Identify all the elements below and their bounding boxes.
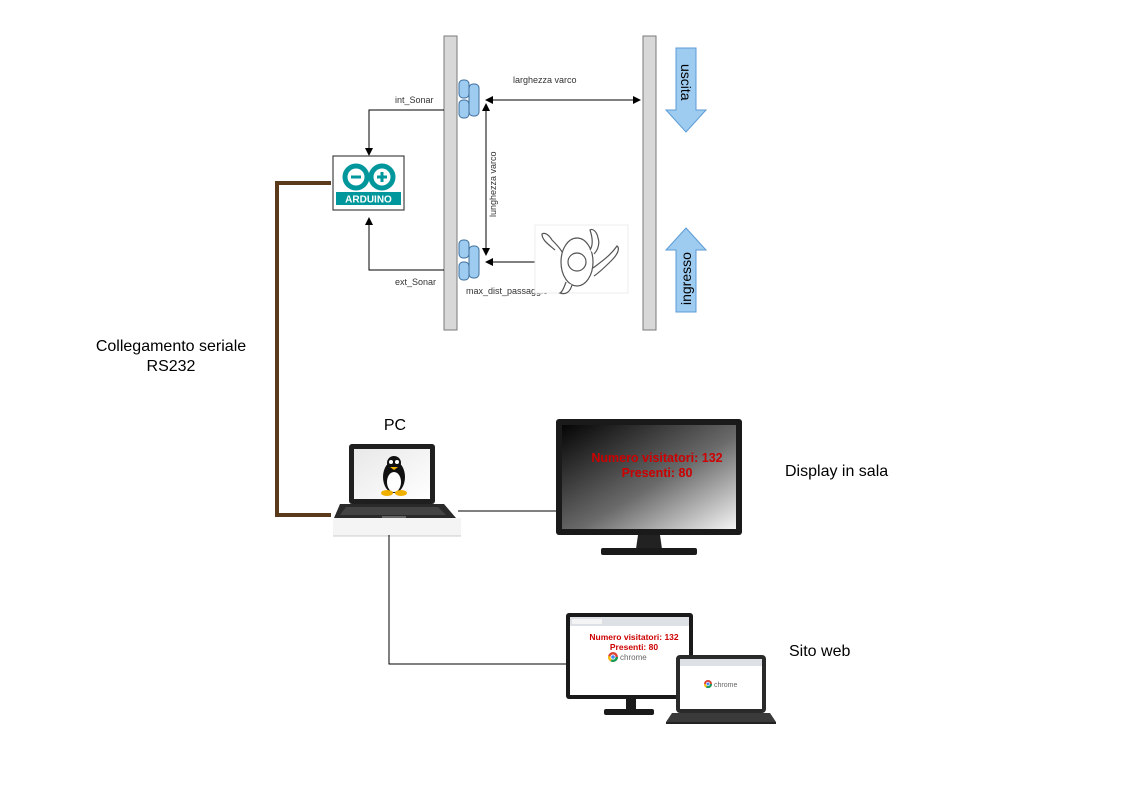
display-text-line1: Numero visitatori: 132 [591, 451, 722, 465]
chrome-logo-icon [608, 652, 618, 662]
ext-sonar-wire [365, 217, 444, 271]
uscita-arrow: uscita [664, 47, 708, 133]
serial-label-line1: Collegamento seriale [96, 338, 246, 355]
pc-laptop [333, 444, 461, 537]
web-label: Sito web [789, 643, 850, 660]
serial-cable [275, 181, 331, 517]
display-monitor: Numero visitatori: 132 Presenti: 80 [556, 419, 742, 555]
web-monitor: Numero visitatori: 132 Presenti: 80 chro… [566, 613, 693, 715]
pc-to-web-cable [388, 535, 566, 665]
tux-icon [381, 456, 407, 496]
ext-sonar-sensor [458, 239, 480, 281]
int-sonar-sensor [458, 79, 480, 119]
laptop-chrome-logo-icon [703, 680, 713, 689]
arduino-board: ARDUINO [332, 155, 405, 211]
lunghezza-label: lunghezza varco [488, 151, 498, 217]
web-browser-brand: chrome [620, 653, 647, 662]
int-sonar-wire [365, 109, 444, 156]
display-label: Display in sala [785, 463, 888, 480]
gate-walls [443, 35, 657, 331]
serial-label-line2: RS232 [147, 358, 196, 375]
ext-sonar-label: ext_Sonar [395, 277, 436, 287]
laptop-browser-brand: chrome [714, 682, 737, 689]
uscita-label: uscita [678, 64, 694, 101]
display-text-line2: Presenti: 80 [622, 466, 693, 480]
larghezza-label: larghezza varco [513, 75, 577, 85]
pc-label: PC [384, 417, 406, 434]
arduino-logo-text: ARDUINO [345, 195, 392, 206]
int-sonar-label: int_Sonar [395, 95, 434, 105]
person-icon [534, 224, 629, 295]
inner-wall [443, 35, 458, 331]
ingresso-arrow: ingresso [664, 227, 708, 313]
max-dist-label: max_dist_passaggio [466, 286, 548, 296]
ingresso-label: ingresso [678, 252, 694, 305]
arduino-logo-icon: ARDUINO [336, 163, 401, 206]
web-text-line2: Presenti: 80 [610, 642, 658, 652]
web-laptop: chrome [666, 655, 776, 724]
outer-wall [642, 35, 657, 331]
web-text-line1: Numero visitatori: 132 [589, 632, 679, 642]
